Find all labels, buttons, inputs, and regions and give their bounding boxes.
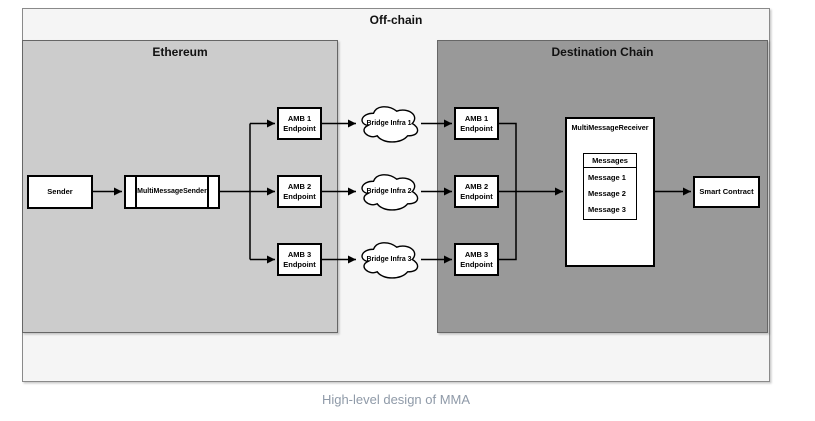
amb2-endpoint-destination-node: AMB 2 Endpoint (454, 175, 499, 208)
diagram-caption: High-level design of MMA (321, 392, 471, 407)
cloud-icon (361, 174, 419, 211)
amb-label-line1: AMB 2 (464, 181, 489, 191)
process-bar-right (207, 177, 209, 207)
amb-label-line1: AMB 2 (287, 181, 312, 191)
amb-label-line2: Endpoint (283, 123, 316, 133)
bridge-infra-1-cloud: Bridge Infra 1 (357, 102, 421, 145)
cloud-icon (361, 242, 419, 279)
multimessagesender-node: MultiMessageSender (124, 175, 220, 209)
smart-contract-node: Smart Contract (693, 176, 760, 208)
message-row: Message 3 (588, 204, 626, 214)
bridge-infra-label: Bridge Infra 1 (366, 120, 412, 127)
bridge-infra-2-cloud: Bridge Infra 2 (357, 170, 421, 213)
message-row: Message 2 (588, 188, 626, 198)
amb-label-line1: AMB 3 (464, 249, 489, 259)
offchain-title: Off-chain (369, 13, 423, 27)
cloud-icon (361, 106, 419, 143)
amb3-endpoint-source-node: AMB 3 Endpoint (277, 243, 322, 276)
destination-chain-title: Destination Chain (551, 45, 654, 59)
sender-label: Sender (47, 187, 73, 196)
multimessagereceiver-node: MultiMessageReceiver (565, 117, 655, 267)
messages-list: Message 1 Message 2 Message 3 (583, 167, 637, 220)
amb1-endpoint-source-node: AMB 1 Endpoint (277, 107, 322, 140)
messages-header: Messages (583, 153, 637, 168)
message-row: Message 1 (588, 173, 626, 183)
amb-label-line2: Endpoint (460, 259, 493, 269)
amb-label-line2: Endpoint (283, 191, 316, 201)
process-bar-left (135, 177, 137, 207)
amb-label-line2: Endpoint (460, 191, 493, 201)
multimessagereceiver-title: MultiMessageReceiver (571, 123, 649, 132)
messages-header-label: Messages (592, 156, 628, 165)
amb3-endpoint-destination-node: AMB 3 Endpoint (454, 243, 499, 276)
amb-label-line2: Endpoint (460, 123, 493, 133)
amb-label-line1: AMB 3 (287, 249, 312, 259)
sender-node: Sender (27, 175, 93, 209)
ethereum-title: Ethereum (152, 45, 208, 59)
amb-label-line1: AMB 1 (464, 113, 489, 123)
amb-label-line2: Endpoint (283, 259, 316, 269)
amb-label-line1: AMB 1 (287, 113, 312, 123)
multimessagesender-label: MultiMessageSender (137, 188, 207, 195)
amb1-endpoint-destination-node: AMB 1 Endpoint (454, 107, 499, 140)
smart-contract-label: Smart Contract (699, 187, 754, 196)
bridge-infra-3-cloud: Bridge Infra 3 (357, 238, 421, 281)
bridge-infra-label: Bridge Infra 3 (366, 256, 412, 263)
amb2-endpoint-source-node: AMB 2 Endpoint (277, 175, 322, 208)
bridge-infra-label: Bridge Infra 2 (366, 188, 412, 195)
